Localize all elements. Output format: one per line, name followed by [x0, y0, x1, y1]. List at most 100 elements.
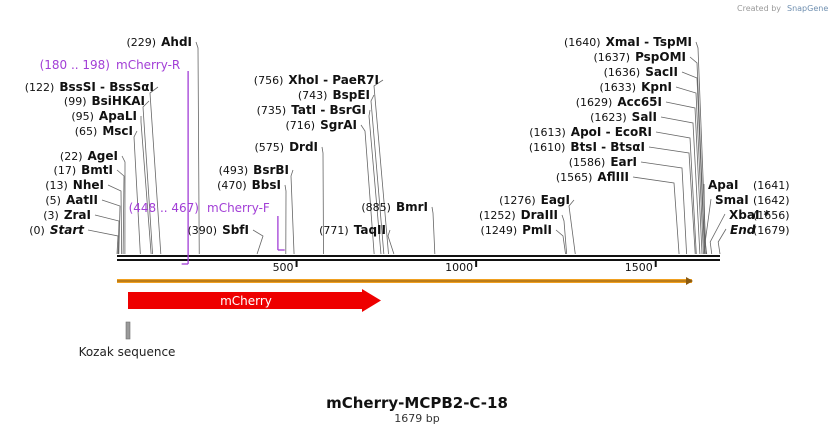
site-group: BmrI(885)	[361, 200, 428, 214]
site-group: ZraI(3)	[43, 208, 91, 222]
site-connector	[368, 109, 382, 255]
site-connector	[655, 131, 697, 255]
enzyme-name-part: BbsI	[252, 178, 281, 192]
site-position: (1252)	[479, 209, 516, 222]
enzyme-name: PspOMI	[635, 50, 686, 64]
enzyme-name-part: AflIII	[597, 170, 629, 184]
enzyme-name-part: - BsrGI	[316, 103, 366, 117]
site-connector	[149, 86, 162, 255]
site-position: (1249)	[481, 224, 518, 237]
site-group: BbsI (470)	[217, 178, 281, 192]
site-group: SalI(1623)	[590, 110, 657, 124]
enzyme-name: SbfI	[222, 223, 249, 237]
enzyme-name-part: AgeI	[88, 149, 118, 163]
site-connector	[681, 71, 705, 255]
site-position: (1640)	[564, 36, 601, 49]
site-group: AgeI(22)	[60, 149, 118, 163]
enzyme-name-part: SalI	[632, 110, 657, 124]
site-position: (1610)	[529, 141, 566, 154]
site-position: (229)	[127, 36, 157, 49]
mcherry-feature-label: mCherry	[220, 294, 272, 308]
site-position: (1613)	[529, 126, 566, 139]
site-group: BsrBI(493)	[219, 163, 289, 177]
enzyme-name: XmaI - TspMI	[606, 35, 692, 49]
enzyme-name: SmaI	[715, 193, 749, 207]
enzyme-name: BmtI	[81, 163, 113, 177]
site-connector	[640, 161, 687, 255]
enzyme-name: BbsI	[252, 178, 281, 192]
enzyme-name-part: SmaI	[715, 193, 749, 207]
site-connector	[431, 206, 436, 255]
ruler-tick-mark	[295, 261, 298, 267]
site-group: AhdI (229)	[127, 35, 192, 49]
primer-mcherry-r-range: (180 .. 198)	[40, 58, 110, 72]
enzyme-name: PmlI	[522, 223, 552, 237]
site-group: BspEI(743)	[298, 88, 370, 102]
site-connector	[360, 124, 375, 255]
site-position: (575)	[254, 141, 284, 154]
site-group: PmlI (1249)	[481, 223, 552, 237]
kozak-feature-box	[125, 321, 131, 340]
site-lines	[87, 41, 727, 255]
enzyme-name-part: XhoI	[288, 73, 319, 87]
enzyme-name-part: TatI	[291, 103, 316, 117]
enzyme-name-part: AhdI	[161, 35, 192, 49]
site-connector	[252, 229, 264, 255]
enzyme-name: SacII	[645, 65, 678, 79]
ruler-tick-mark	[475, 261, 478, 267]
site-position: (885)	[361, 201, 391, 214]
site-position: (1679)	[753, 224, 790, 237]
ruler-tick-label: 500	[273, 261, 294, 274]
site-position: (1637)	[593, 51, 630, 64]
site-connector	[87, 229, 119, 255]
site-group: DrdI(575)	[254, 140, 318, 154]
enzyme-name: AflIII	[597, 170, 629, 184]
site-connector	[561, 214, 568, 255]
enzyme-name-part: Acc65I	[617, 95, 662, 109]
site-connector	[321, 146, 324, 255]
site-group: XhoI - PaeR7I(756)	[254, 73, 379, 87]
site-position: (771)	[319, 224, 349, 237]
enzyme-name-part: ApoI	[571, 125, 602, 139]
site-connector	[94, 214, 120, 255]
site-group: End(1679)	[730, 223, 790, 237]
enzyme-name-part: SacII	[645, 65, 678, 79]
site-connector	[660, 116, 701, 255]
site-group: XmaI - TspMI (1640)	[564, 35, 692, 49]
feature-mcherry: mCherry	[128, 289, 381, 312]
site-group: BsiHKAI(99)	[64, 94, 145, 108]
site-position: (493)	[219, 164, 249, 177]
primer-mcherry-f-range: (448 .. 467)	[129, 201, 199, 215]
site-connector	[142, 100, 153, 255]
enzyme-name: BssSI - BssSαI	[59, 80, 154, 94]
enzyme-name: End	[730, 223, 756, 237]
site-group: SgrAI(716)	[286, 118, 358, 132]
site-connector	[290, 169, 295, 255]
enzyme-name: KpnI	[641, 80, 672, 94]
site-position: (1565)	[556, 171, 593, 184]
site-group: TatI - BsrGI(735)	[257, 103, 366, 117]
enzyme-name-part: NheI	[73, 178, 104, 192]
site-connector	[555, 229, 566, 255]
primer-mcherry-f-name: mCherry-F	[207, 201, 270, 215]
credit-prefix: Created by	[737, 4, 781, 13]
site-connector	[140, 116, 152, 255]
site-position: (1656)	[753, 209, 790, 222]
site-group: BssSI - BssSαI(122)	[25, 80, 154, 94]
site-position: (470)	[217, 179, 247, 192]
enzyme-name-part: - BtsαI	[597, 140, 645, 154]
site-connector	[709, 213, 726, 255]
backbone	[117, 255, 720, 261]
site-connector	[689, 56, 706, 255]
enzyme-name-part: BssSI	[59, 80, 96, 94]
orf-track	[117, 277, 693, 285]
enzyme-name-part: KpnI	[641, 80, 672, 94]
enzyme-name-part: EagI	[541, 193, 570, 207]
enzyme-name: ApaI	[708, 178, 738, 192]
site-position: (743)	[298, 89, 328, 102]
enzyme-name-part: AatII	[66, 193, 98, 207]
enzyme-name-part: ApaLI	[99, 109, 137, 123]
site-group: AflIII (1565)	[556, 170, 629, 184]
